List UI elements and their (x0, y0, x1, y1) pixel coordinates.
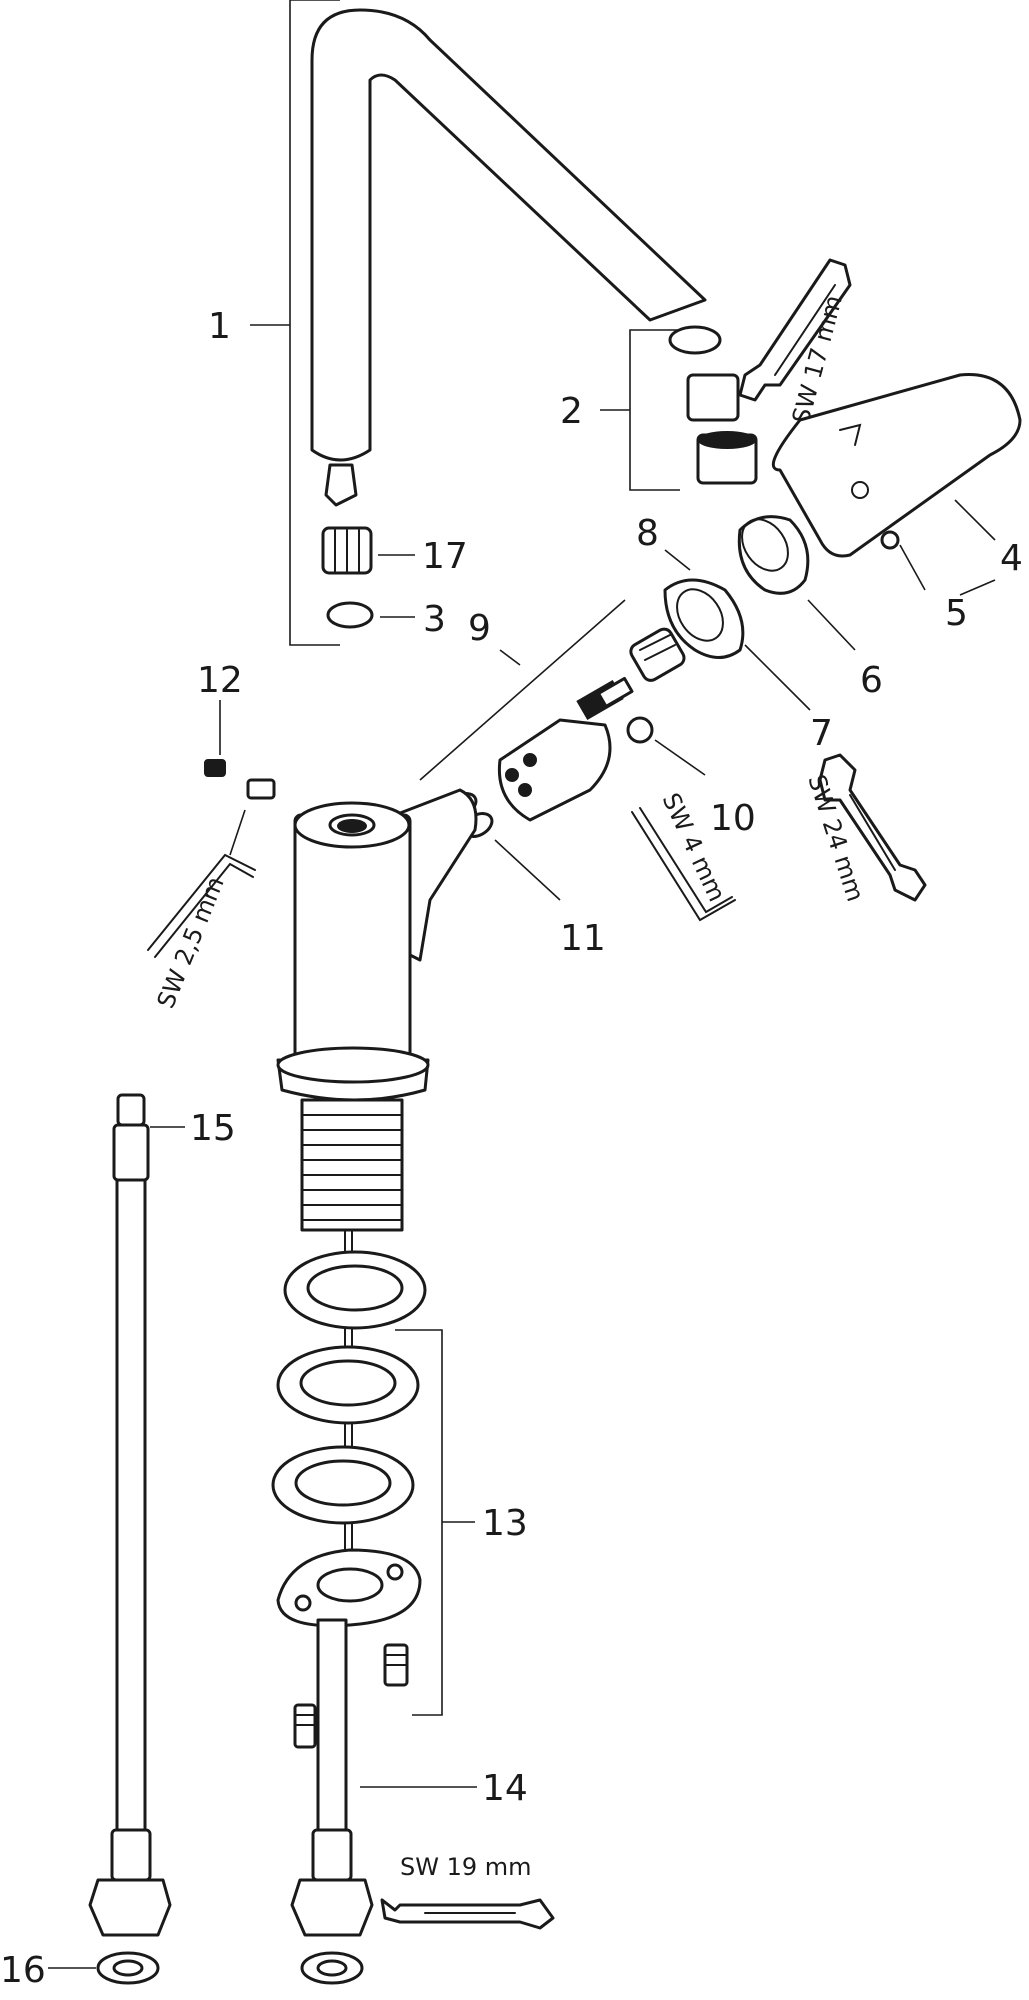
callout-13: 13 (482, 1503, 528, 1544)
callout-4: 4 (1000, 538, 1023, 579)
wrench-sw17-icon (738, 258, 852, 402)
tool-label-sw2-5: SW 2,5 mm (152, 873, 230, 1013)
part-17-adapter (321, 526, 373, 575)
part-spout (310, 8, 707, 507)
part-5-set-screw (880, 530, 900, 550)
callout-7: 7 (810, 713, 833, 754)
body-thread (301, 1114, 403, 1221)
part-4-handle (771, 373, 1022, 558)
callout-1: 1 (208, 306, 231, 347)
part-16-washer (96, 1951, 160, 1985)
callout-17: 17 (422, 536, 468, 577)
callout-16: 16 (0, 1950, 46, 1991)
part-12-nut-and-screw (204, 759, 276, 800)
callout-8-leader (664, 549, 691, 571)
callout-9-leader (419, 599, 626, 781)
part-9-cartridge (497, 627, 686, 822)
hex-key-sw2-5-icon (147, 809, 256, 958)
part-6-cap-ring (737, 515, 810, 595)
callout-12: 12 (197, 660, 243, 701)
callout-6-leader (807, 599, 856, 651)
callout-1-leader (250, 0, 340, 646)
callout-9: 9 (468, 608, 491, 649)
part-3-o-ring (326, 601, 374, 629)
callout-8: 8 (636, 513, 659, 554)
part-10-ring (626, 716, 654, 744)
callout-2-leader (600, 329, 680, 491)
part-2-aerator-set (668, 325, 758, 485)
callout-6: 6 (860, 660, 883, 701)
part-13-mounting-set (271, 1250, 427, 1749)
callout-5-leader (899, 544, 926, 591)
callout-7-leader (744, 644, 811, 711)
tool-label-sw24: SW 24 mm (802, 771, 869, 905)
callout-10-leader (654, 739, 706, 776)
wrench-sw19-icon (380, 1898, 555, 1930)
wrench-sw24-icon (818, 753, 927, 902)
part-faucet-body (276, 788, 478, 1621)
hex-key-sw4-icon (631, 807, 736, 922)
callout-11-leader (494, 839, 561, 901)
callout-14: 14 (482, 1768, 528, 1809)
callout-10: 10 (710, 798, 756, 839)
part-8-bonnet-nut (663, 578, 745, 659)
part-14-supply-hose (290, 1618, 374, 1985)
part-15-supply-hose (88, 1093, 172, 1937)
callout-13-leader (395, 1329, 475, 1716)
callout-11: 11 (560, 918, 606, 959)
callout-3: 3 (423, 599, 446, 640)
callout-15: 15 (190, 1108, 236, 1149)
callout-5: 5 (945, 593, 968, 634)
callout-4-leader (954, 499, 996, 541)
callout-2: 2 (560, 391, 583, 432)
tool-label-sw19: SW 19 mm (400, 1853, 532, 1881)
